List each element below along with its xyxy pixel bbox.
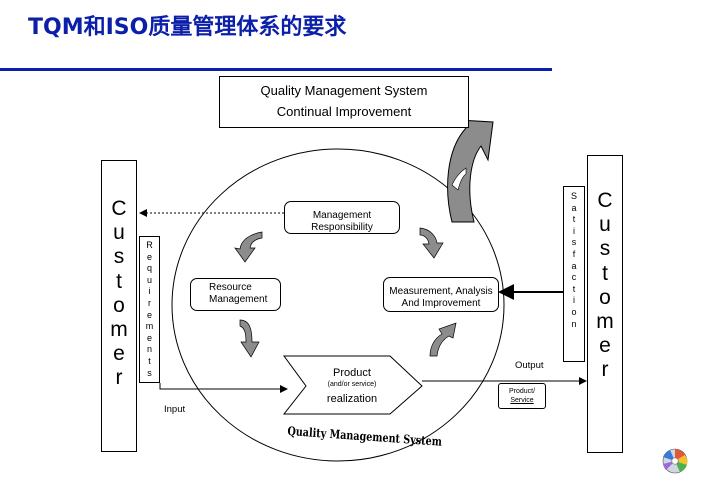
- requirements-letter: t: [148, 355, 151, 366]
- satisfaction-letter: S: [570, 191, 577, 201]
- product-service-box: Product/ Service: [498, 383, 546, 409]
- measurement-analysis-node: Measurement, Analysis And Improvement: [383, 277, 499, 312]
- product-realization-shape: [282, 355, 423, 415]
- customer-letter: e: [113, 342, 125, 366]
- customer-letter: C: [597, 189, 613, 212]
- measurement-line1: Measurement, Analysis: [389, 286, 493, 297]
- management-responsibility-node: Management Responsibility: [284, 201, 400, 234]
- cycle-arrow-4: [429, 322, 457, 357]
- customer-letter: u: [113, 221, 125, 245]
- resource-line1: Resource: [209, 282, 252, 293]
- satisfaction-letter: a: [571, 202, 577, 213]
- requirements-box: R e q u i r e m e n t s: [139, 236, 160, 383]
- requirements-letter: q: [146, 263, 152, 274]
- qms-circle: [171, 148, 505, 462]
- resource-line2: Management: [209, 294, 268, 305]
- qms-box-line2: Continual Improvement: [276, 104, 412, 119]
- output-label: Output: [515, 360, 544, 371]
- customer-letter: e: [599, 334, 611, 358]
- product-sublabel: (and/or service): [327, 381, 377, 388]
- requirements-letter: e: [146, 309, 152, 320]
- realization-label: realization: [326, 393, 378, 405]
- customer-letter: u: [599, 213, 611, 237]
- customer-letter: m: [596, 310, 614, 334]
- satisfaction-letter: i: [573, 295, 575, 306]
- requirements-letter: R: [146, 240, 153, 250]
- satisfaction-letter: s: [571, 237, 577, 248]
- resource-management-node: Resource Management: [190, 278, 281, 311]
- requirements-letter: i: [148, 286, 151, 297]
- satisfaction-letter: n: [571, 318, 577, 329]
- satisfaction-letter: t: [572, 283, 576, 294]
- customer-letter: s: [113, 245, 125, 269]
- requirements-letter: n: [146, 344, 152, 355]
- cd-icon: [662, 448, 688, 474]
- requirements-letter: r: [148, 297, 151, 308]
- customer-letter: C: [111, 197, 127, 220]
- product-service-line2: Service: [510, 397, 534, 404]
- customer-letter: r: [115, 366, 123, 390]
- customer-letter: o: [113, 293, 125, 317]
- customer-letter: t: [602, 261, 608, 285]
- satisfaction-letter: i: [573, 225, 575, 236]
- input-label: Input: [164, 404, 186, 415]
- qms-box-line1: Quality Management System: [260, 83, 428, 98]
- satisfaction-box: S a t i s f a c t i o n: [563, 186, 585, 362]
- requirements-letter: u: [146, 274, 152, 285]
- management-line2: Responsibility: [311, 222, 373, 233]
- cycle-arrow-3: [239, 319, 260, 358]
- customer-letter: s: [599, 237, 611, 261]
- customer-letter: m: [110, 318, 128, 342]
- cycle-arrow-2: [419, 227, 444, 259]
- cycle-arrow-1: [234, 231, 263, 263]
- customer-letter: o: [599, 285, 611, 309]
- product-label: Product: [333, 367, 371, 379]
- satisfaction-letter: f: [572, 248, 576, 259]
- product-service-line1: Product/: [508, 388, 536, 395]
- requirements-letter: m: [145, 321, 154, 332]
- measurement-line2: And Improvement: [401, 298, 481, 309]
- title-underline: [0, 68, 552, 71]
- customer-left-box: C u s t o m e r: [101, 160, 137, 452]
- input-line: [159, 383, 288, 393]
- customer-letter: t: [116, 269, 122, 293]
- satisfaction-letter: a: [571, 260, 577, 271]
- requirements-letter: e: [146, 251, 152, 262]
- page-title: TQM和ISO质量管理体系的要求: [28, 15, 347, 40]
- management-line1: Management: [312, 210, 372, 221]
- satisfaction-letter: c: [571, 272, 577, 283]
- satisfaction-letter: o: [571, 306, 577, 317]
- satisfaction-letter: t: [572, 214, 576, 225]
- continual-improvement-box: Quality Management System Continual Impr…: [219, 76, 469, 128]
- customer-right-box: C u s t o m e r: [587, 155, 623, 453]
- continual-improvement-arrow: [447, 119, 494, 223]
- requirements-letter: s: [147, 367, 152, 378]
- requirements-letter: e: [146, 332, 152, 343]
- customer-letter: r: [601, 358, 609, 382]
